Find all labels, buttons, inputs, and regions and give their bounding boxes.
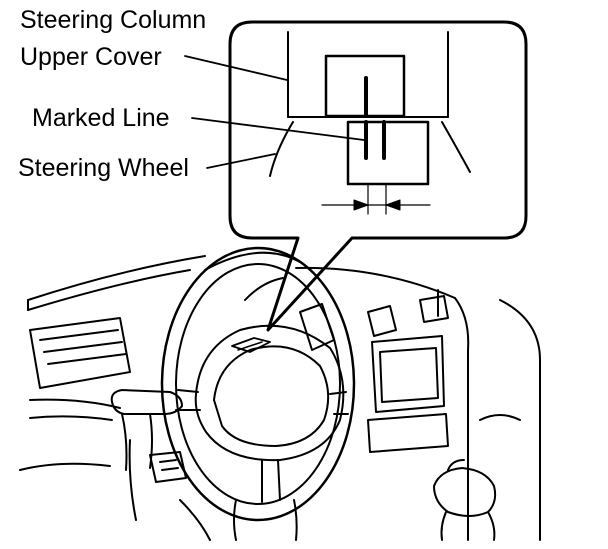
label-marked-line: Marked Line <box>32 104 170 132</box>
left-hand <box>110 389 183 471</box>
label-steering-column: Steering Column <box>20 6 207 34</box>
detail-callout <box>228 20 528 332</box>
right-hand <box>433 459 497 541</box>
wheel-hub-detail <box>269 120 471 215</box>
leader-lines <box>184 55 365 169</box>
label-steering-wheel: Steering Wheel <box>18 154 189 182</box>
label-upper-cover: Upper Cover <box>20 43 162 71</box>
upper-cover-detail <box>287 31 449 118</box>
steering-wheel <box>160 246 356 541</box>
